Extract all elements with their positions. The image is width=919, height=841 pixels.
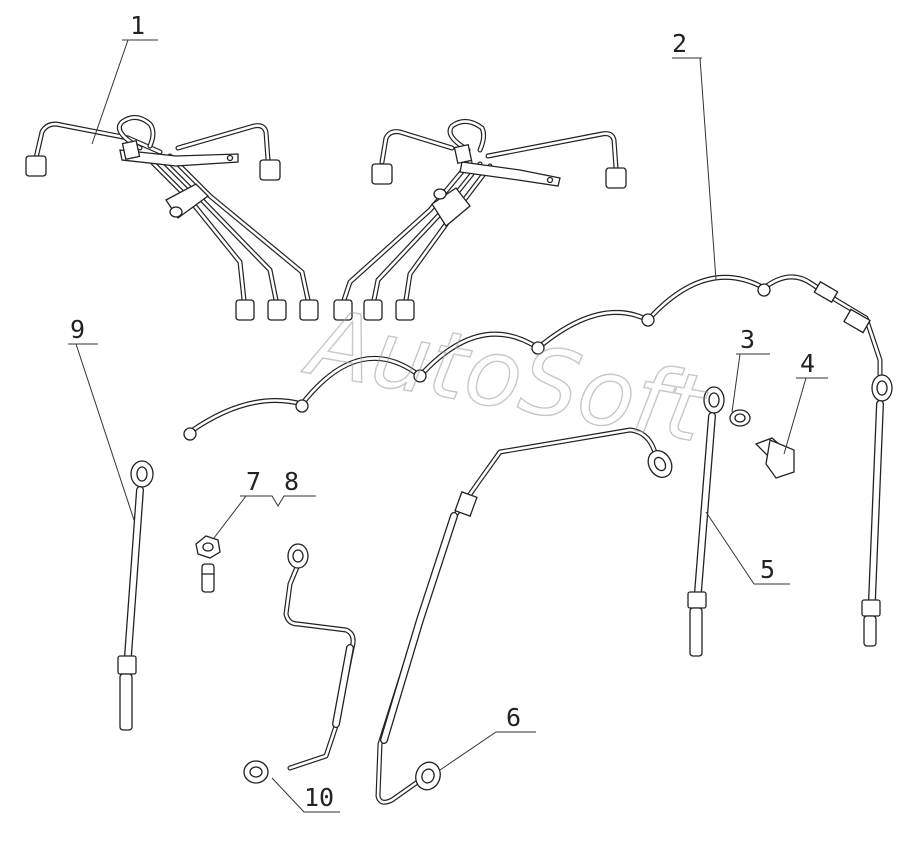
callout-4: 4 [783, 349, 828, 455]
callout-3: 3 [731, 325, 770, 413]
part-9-hose [117, 460, 154, 731]
part-2-return-line [183, 274, 893, 647]
callout-label-1: 1 [130, 11, 145, 40]
part-5-hose [687, 386, 725, 657]
part-3-washer [729, 409, 751, 427]
callout-10: 10 [271, 777, 340, 813]
callout-label-4: 4 [800, 349, 815, 378]
part-10-fuel-hose [243, 543, 356, 784]
callout-1: 1 [91, 11, 158, 145]
callout-label-8: 8 [284, 467, 299, 496]
part-4-banjo-bolt [754, 437, 795, 479]
callout-5: 5 [705, 511, 790, 585]
part-1-injection-pipes-right [333, 119, 627, 321]
callout-label-7: 7 [246, 467, 261, 496]
callout-label-2: 2 [672, 29, 687, 58]
callout-label-6: 6 [506, 703, 521, 732]
callout-7-8: 7 8 [213, 467, 316, 539]
callout-label-9: 9 [70, 315, 85, 344]
part-6-fuel-hose [375, 427, 673, 805]
callout-2: 2 [672, 29, 717, 281]
callout-label-5: 5 [760, 555, 775, 584]
callout-9: 9 [68, 315, 135, 521]
callout-6: 6 [439, 703, 536, 771]
callout-label-10: 10 [304, 783, 334, 812]
callout-label-3: 3 [740, 325, 755, 354]
part-8-adapter [201, 563, 215, 593]
part-7-nut [195, 535, 221, 559]
part-1-injection-pipes-left [25, 115, 319, 321]
